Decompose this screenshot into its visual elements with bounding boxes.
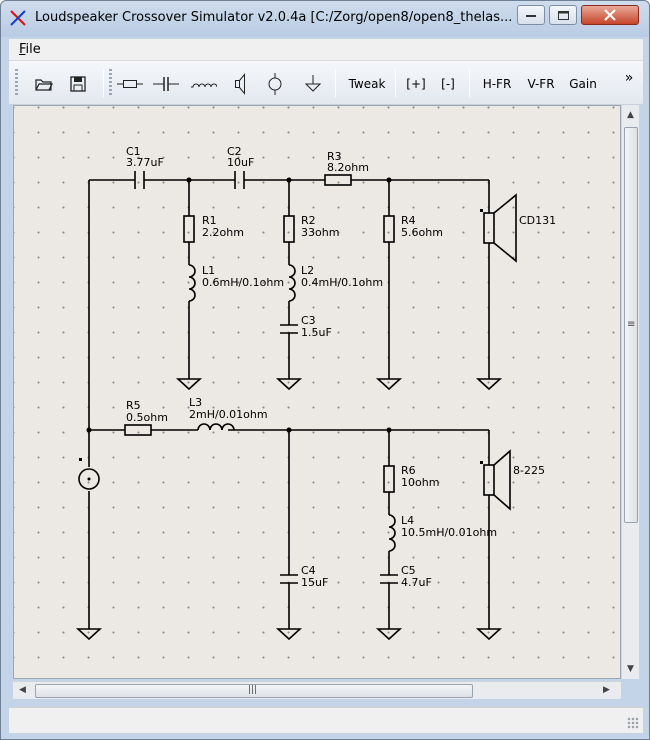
open-icon xyxy=(35,79,53,91)
chevron-right-icon: » xyxy=(624,70,634,86)
label-r6-name: R6 xyxy=(401,464,416,477)
label-r2-value: 33ohm xyxy=(301,226,339,239)
menu-bar: File xyxy=(9,39,643,61)
inductor-icon xyxy=(191,83,217,88)
toolbar-separator xyxy=(469,69,470,97)
toolbar-grip[interactable] xyxy=(109,69,112,97)
zoom-in-button[interactable]: [+] xyxy=(403,71,429,97)
vfr-label: V-FR xyxy=(527,77,555,91)
label-c1-value: 3.77uF xyxy=(126,156,164,169)
minimize-icon xyxy=(526,15,536,17)
label-r3-value: 8.2ohm xyxy=(327,161,369,174)
label-l2-value: 0.4mH/0.1ohm xyxy=(301,276,383,289)
label-c4-name: C4 xyxy=(301,564,316,577)
toolbar: Tweak [+] [-] H-FR V-FR Gain » xyxy=(9,61,643,105)
minimize-button[interactable] xyxy=(517,5,545,25)
label-l3-name: L3 xyxy=(189,396,202,409)
driver-icon xyxy=(235,73,245,95)
close-icon xyxy=(604,9,616,21)
horizontal-scroll-thumb[interactable]: ||| xyxy=(35,684,473,698)
label-r5-name: R5 xyxy=(126,399,141,412)
toolbar-separator xyxy=(335,69,336,97)
add-source-button[interactable] xyxy=(263,71,287,97)
add-driver-button[interactable] xyxy=(227,71,251,97)
label-l1-name: L1 xyxy=(202,264,215,277)
menu-file[interactable]: File xyxy=(19,42,41,57)
open-button[interactable] xyxy=(31,71,57,97)
status-bar xyxy=(9,707,643,733)
label-c2-value: 10uF xyxy=(227,156,254,169)
vertical-scrollbar[interactable]: ▲ ≡ ▼ xyxy=(621,105,639,679)
add-resistor-button[interactable] xyxy=(115,71,145,97)
maximize-icon xyxy=(557,10,569,20)
label-c1-name: C1 xyxy=(126,145,141,158)
label-l3-value: 2mH/0.01ohm xyxy=(189,408,268,421)
scroll-grip-icon: ≡ xyxy=(627,319,636,330)
label-c3-value: 1.5uF xyxy=(301,326,332,339)
label-c3-name: C3 xyxy=(301,314,316,327)
label-r4-value: 5.6ohm xyxy=(401,226,443,239)
label-r2-name: R2 xyxy=(301,214,316,227)
zoom-out-button[interactable]: [-] xyxy=(435,71,461,97)
zoom-out-label: [-] xyxy=(441,77,455,91)
label-woofer-name: 8-225 xyxy=(513,464,545,477)
hfr-label: H-FR xyxy=(482,77,512,91)
close-button[interactable] xyxy=(581,5,639,25)
title-bar[interactable]: Loudspeaker Crossover Simulator v2.0.4a … xyxy=(1,1,649,37)
scroll-grip-icon: ||| xyxy=(248,685,258,695)
label-r5-value: 0.5ohm xyxy=(126,411,168,424)
label-l4-name: L4 xyxy=(401,514,414,527)
toolbar-separator xyxy=(395,69,396,97)
toolbar-grip[interactable] xyxy=(15,69,18,97)
zoom-in-label: [+] xyxy=(406,77,426,91)
label-r1-name: R1 xyxy=(202,214,217,227)
scroll-up-icon[interactable]: ▲ xyxy=(627,110,634,120)
label-r6-value: 10ohm xyxy=(401,476,439,489)
add-ground-button[interactable] xyxy=(301,71,325,97)
window-title: Loudspeaker Crossover Simulator v2.0.4a … xyxy=(35,10,513,25)
scroll-left-icon[interactable]: ◀ xyxy=(19,685,26,695)
save-icon xyxy=(70,76,86,92)
label-r1-value: 2.2ohm xyxy=(202,226,244,239)
label-l1-value: 0.6mH/0.1ohm xyxy=(202,276,284,289)
toolbar-separator xyxy=(103,69,104,97)
maximize-button[interactable] xyxy=(549,5,577,25)
horizontal-scrollbar[interactable]: ◀ ||| ▶ xyxy=(13,681,621,699)
vfr-button[interactable]: V-FR xyxy=(521,71,561,97)
resize-grip-icon[interactable] xyxy=(627,717,639,729)
capacitor-icon xyxy=(153,77,179,91)
label-c5-value: 4.7uF xyxy=(401,576,432,589)
label-c2-name: C2 xyxy=(227,145,242,158)
vertical-scroll-thumb[interactable]: ≡ xyxy=(624,127,638,523)
resistor-icon xyxy=(117,80,143,88)
save-button[interactable] xyxy=(65,71,91,97)
tweak-label: Tweak xyxy=(348,77,386,91)
label-l4-value: 10.5mH/0.01ohm xyxy=(401,526,497,539)
toolbar-overflow-button[interactable]: » xyxy=(621,65,637,91)
scroll-right-icon[interactable]: ▶ xyxy=(603,685,610,695)
scroll-down-icon[interactable]: ▼ xyxy=(627,664,634,674)
source-icon xyxy=(268,73,282,95)
schematic-canvas[interactable]: C1 3.77uF C2 10uF R3 8.2ohm R1 2.2ohm L1… xyxy=(13,105,621,679)
hfr-button[interactable]: H-FR xyxy=(477,71,517,97)
add-capacitor-button[interactable] xyxy=(151,71,181,97)
gain-button[interactable]: Gain xyxy=(565,71,601,97)
label-r4-name: R4 xyxy=(401,214,416,227)
gain-label: Gain xyxy=(569,77,597,91)
ground-icon xyxy=(305,75,321,92)
schematic-drawing: C1 3.77uF C2 10uF R3 8.2ohm R1 2.2ohm L1… xyxy=(75,145,556,641)
label-c5-name: C5 xyxy=(401,564,416,577)
label-l2-name: L2 xyxy=(301,264,314,277)
label-tweeter-name: CD131 xyxy=(519,214,556,227)
tweak-button[interactable]: Tweak xyxy=(343,71,391,97)
app-icon xyxy=(10,10,26,26)
label-r3-name: R3 xyxy=(327,150,342,163)
label-c4-value: 15uF xyxy=(301,576,328,589)
add-inductor-button[interactable] xyxy=(189,71,219,97)
